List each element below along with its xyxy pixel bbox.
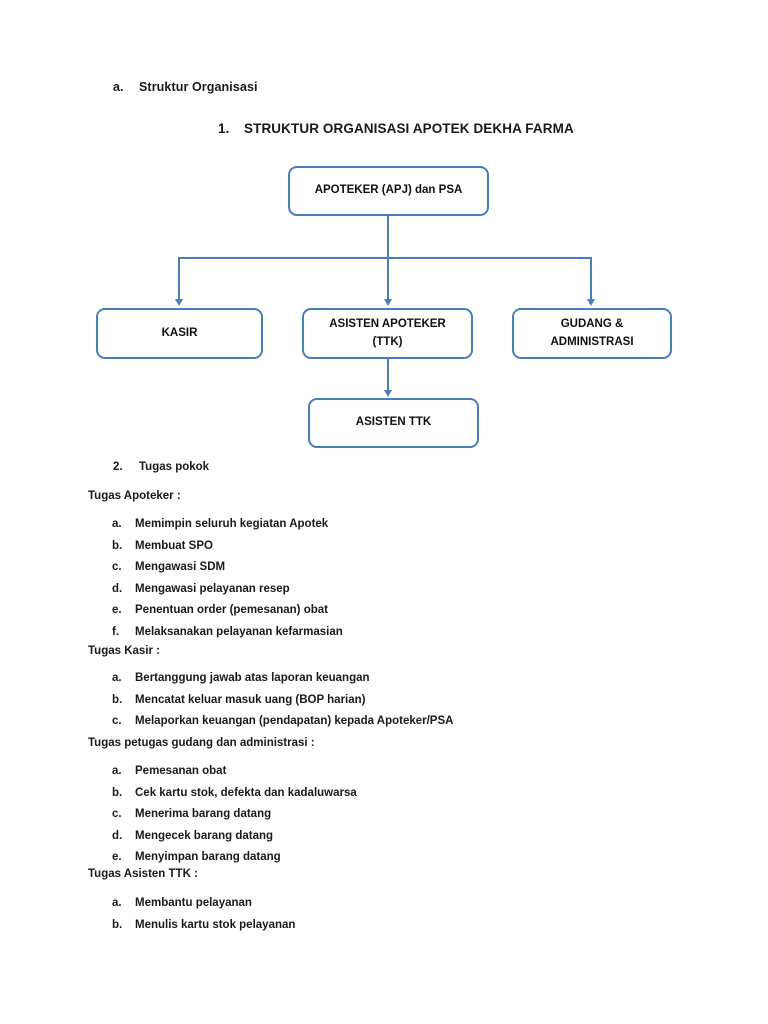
list-item-text: Cek kartu stok, defekta dan kadaluwarsa <box>135 786 357 799</box>
arrowhead-middle-icon <box>383 299 392 306</box>
list-item: b. Menulis kartu stok pelayanan <box>112 919 295 941</box>
org-node-apoteker-apj-dan-psa: APOTEKER (APJ) dan PSA <box>288 166 489 216</box>
list-item: e. Penentuan order (pemesanan) obat <box>112 604 343 626</box>
list-item-text: Penentuan order (pemesanan) obat <box>135 604 328 616</box>
list-item-marker: c. <box>112 808 122 820</box>
arrowhead-left-icon <box>174 299 183 306</box>
list-item-marker: d. <box>112 829 123 842</box>
list-item-marker: b. <box>112 693 123 706</box>
list-item-marker: b. <box>112 918 123 931</box>
org-node-kasir: KASIR <box>96 308 263 359</box>
list-item-text: Menerima barang datang <box>135 808 272 820</box>
section-lead-1: Tugas Apoteker : <box>88 490 181 502</box>
arrowhead-right-icon <box>586 299 595 306</box>
list-item-marker: b. <box>112 539 123 552</box>
heading-2-marker: 2. <box>113 461 123 473</box>
list-item-text: Bertanggung jawab atas laporan keuangan <box>135 672 370 684</box>
connector-drop-middle <box>387 257 389 299</box>
list-item-marker: c. <box>112 561 122 573</box>
list-item-marker: a. <box>112 897 122 909</box>
section-list-4: a. Membantu pelayanan b. Menulis kartu stok… <box>112 897 295 940</box>
connector-horizontal-bar <box>178 257 591 259</box>
list-item: a. Bertanggung jawab atas laporan keuanga… <box>112 672 453 694</box>
heading-struktur-organisasi: a. Struktur Organisasi <box>113 80 258 94</box>
org-node-asisten-ttk: ASISTEN TTK <box>308 398 479 448</box>
org-chart: APOTEKER (APJ) dan PSA KASIR ASISTEN APO… <box>0 150 768 460</box>
section-list-2: a. Bertanggung jawab atas laporan keuanga… <box>112 672 453 737</box>
list-item: b. Membuat SPO <box>112 540 343 562</box>
list-item: b. Cek kartu stok, defekta dan kadaluwars… <box>112 787 357 809</box>
connector-asisten-apoteker-to-asisten-ttk <box>387 359 389 390</box>
list-item: a. Pemesanan obat <box>112 765 357 787</box>
list-item-marker: a. <box>112 672 122 684</box>
heading-1-marker: 1. <box>218 121 230 136</box>
section-list-1: a. Memimpin seluruh kegiatan Apotek b. Memb… <box>112 518 343 647</box>
list-item-text: Melaporkan keuangan (pendapatan) kepada … <box>135 715 454 727</box>
list-item: b. Mencatat keluar masuk uang (BOP harian… <box>112 694 453 716</box>
heading-a-text: Struktur Organisasi <box>139 80 258 94</box>
list-item-text: Mengawasi pelayanan resep <box>135 582 290 595</box>
connector-drop-left <box>178 257 180 299</box>
list-item-marker: e. <box>112 604 122 616</box>
org-node-asisten-apoteker-label: ASISTEN APOTEKER <box>329 317 446 330</box>
connector-trunk-vertical <box>387 216 389 258</box>
org-node-top-label: APOTEKER (APJ) dan PSA <box>314 184 463 197</box>
list-item: d. Mengawasi pelayanan resep <box>112 583 343 605</box>
connector-drop-right <box>590 257 592 299</box>
list-item-marker: e. <box>112 851 122 863</box>
heading-chart-title: 1. STRUKTUR ORGANISASI APOTEK DEKHA FARMA <box>218 121 574 136</box>
list-item: a. Membantu pelayanan <box>112 897 295 919</box>
heading-tugas-pokok: 2. Tugas pokok <box>113 461 209 473</box>
list-item-text: Melaksanakan pelayanan kefarmasian <box>135 625 343 638</box>
list-item-marker: a. <box>112 765 122 777</box>
org-node-gudang-administrasi: GUDANG & ADMINISTRASI <box>512 308 672 359</box>
list-item: e. Menyimpan barang datang <box>112 851 357 873</box>
heading-2-text: Tugas pokok <box>139 461 210 473</box>
list-item-text: Pemesanan obat <box>135 765 227 777</box>
list-item-marker: a. <box>112 518 122 530</box>
org-node-asisten-apoteker-sublabel: (TTK) <box>372 335 403 348</box>
heading-a-marker: a. <box>113 80 124 94</box>
list-item-text: Membantu pelayanan <box>135 897 252 909</box>
org-node-gudang-sublabel: ADMINISTRASI <box>550 335 634 348</box>
org-node-kasir-label: KASIR <box>161 326 198 339</box>
list-item-text: Membuat SPO <box>135 539 213 552</box>
list-item-marker: f. <box>112 625 120 638</box>
section-list-3: a. Pemesanan obat b. Cek kartu stok, defekt… <box>112 765 357 873</box>
list-item: a. Memimpin seluruh kegiatan Apotek <box>112 518 343 540</box>
list-item: c. Melaporkan keuangan (pendapatan) kepad… <box>112 715 453 737</box>
list-item-text: Mengawasi SDM <box>135 561 226 573</box>
list-item-marker: d. <box>112 582 123 595</box>
org-node-asisten-apoteker: ASISTEN APOTEKER (TTK) <box>302 308 473 359</box>
list-item-text: Menulis kartu stok pelayanan <box>135 918 296 931</box>
list-item-text: Mengecek barang datang <box>135 829 274 842</box>
heading-1-text: STRUKTUR ORGANISASI APOTEK DEKHA FARMA <box>244 121 574 136</box>
org-node-gudang-label: GUDANG & <box>560 317 624 330</box>
list-item: d. Mengecek barang datang <box>112 830 357 852</box>
arrowhead-asisten-ttk-icon <box>383 390 392 397</box>
section-lead-4: Tugas Asisten TTK : <box>88 868 198 880</box>
section-lead-3: Tugas petugas gudang dan administrasi : <box>88 737 315 749</box>
org-node-asisten-ttk-label: ASISTEN TTK <box>355 416 432 429</box>
list-item: c. Menerima barang datang <box>112 808 357 830</box>
list-item: c. Mengawasi SDM <box>112 561 343 583</box>
section-lead-2: Tugas Kasir : <box>88 645 160 657</box>
list-item: f. Melaksanakan pelayanan kefarmasian <box>112 626 343 648</box>
list-item-text: Mencatat keluar masuk uang (BOP harian) <box>135 693 366 706</box>
list-item-text: Menyimpan barang datang <box>135 851 281 863</box>
list-item-text: Memimpin seluruh kegiatan Apotek <box>135 518 329 530</box>
list-item-marker: c. <box>112 715 122 727</box>
list-item-marker: b. <box>112 786 123 799</box>
